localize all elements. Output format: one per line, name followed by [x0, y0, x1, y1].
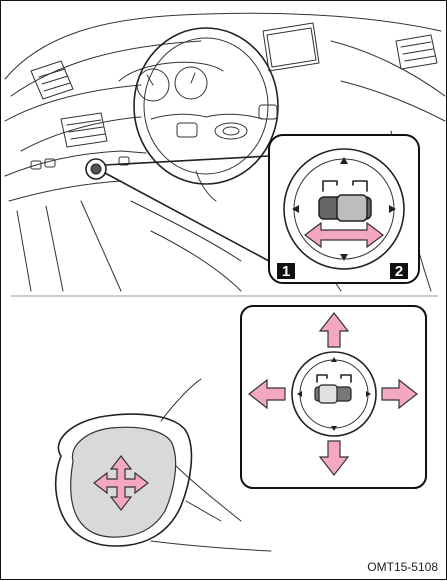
side-mirror-illustration: [56, 379, 271, 551]
label-2-text: 2: [395, 263, 403, 280]
switch-inset-bottom: [241, 306, 426, 488]
right-air-vent: [396, 35, 437, 69]
dash-mirror-switch: [86, 159, 106, 179]
switch-inset-top: 1 2: [269, 135, 419, 283]
label-2: 2: [390, 263, 408, 280]
center-left-air-vent: [61, 113, 107, 147]
label-1: 1: [277, 263, 295, 280]
mirror-select-slider: [319, 195, 371, 221]
figure-code: OMT15-5108: [367, 560, 438, 574]
center-display: [263, 23, 319, 71]
steering-wheel: [134, 28, 278, 201]
label-1-text: 1: [282, 263, 290, 280]
